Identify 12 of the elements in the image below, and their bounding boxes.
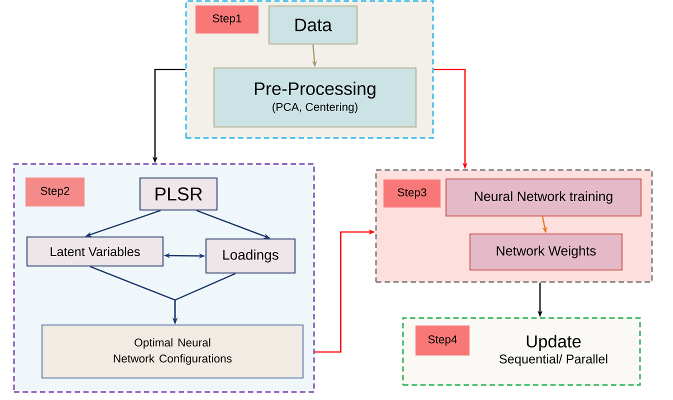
process-box: Optimal Neural Network Configurations: [41, 324, 304, 379]
process-box: Loadings: [205, 238, 296, 274]
process-box: Network Weights: [469, 233, 623, 271]
process-box: PLSR: [139, 177, 218, 211]
step-badge: Step4: [415, 325, 470, 356]
process-box: Neural Network training: [445, 178, 642, 217]
step-badge: Step1: [195, 5, 259, 34]
process-box: Pre-Processing (PCA, Centering): [213, 67, 417, 128]
step-badge: Step3: [383, 179, 441, 208]
step-badge: Step2: [25, 177, 85, 207]
process-box: Latent Variables: [26, 236, 164, 267]
process-box: Data: [268, 5, 358, 45]
